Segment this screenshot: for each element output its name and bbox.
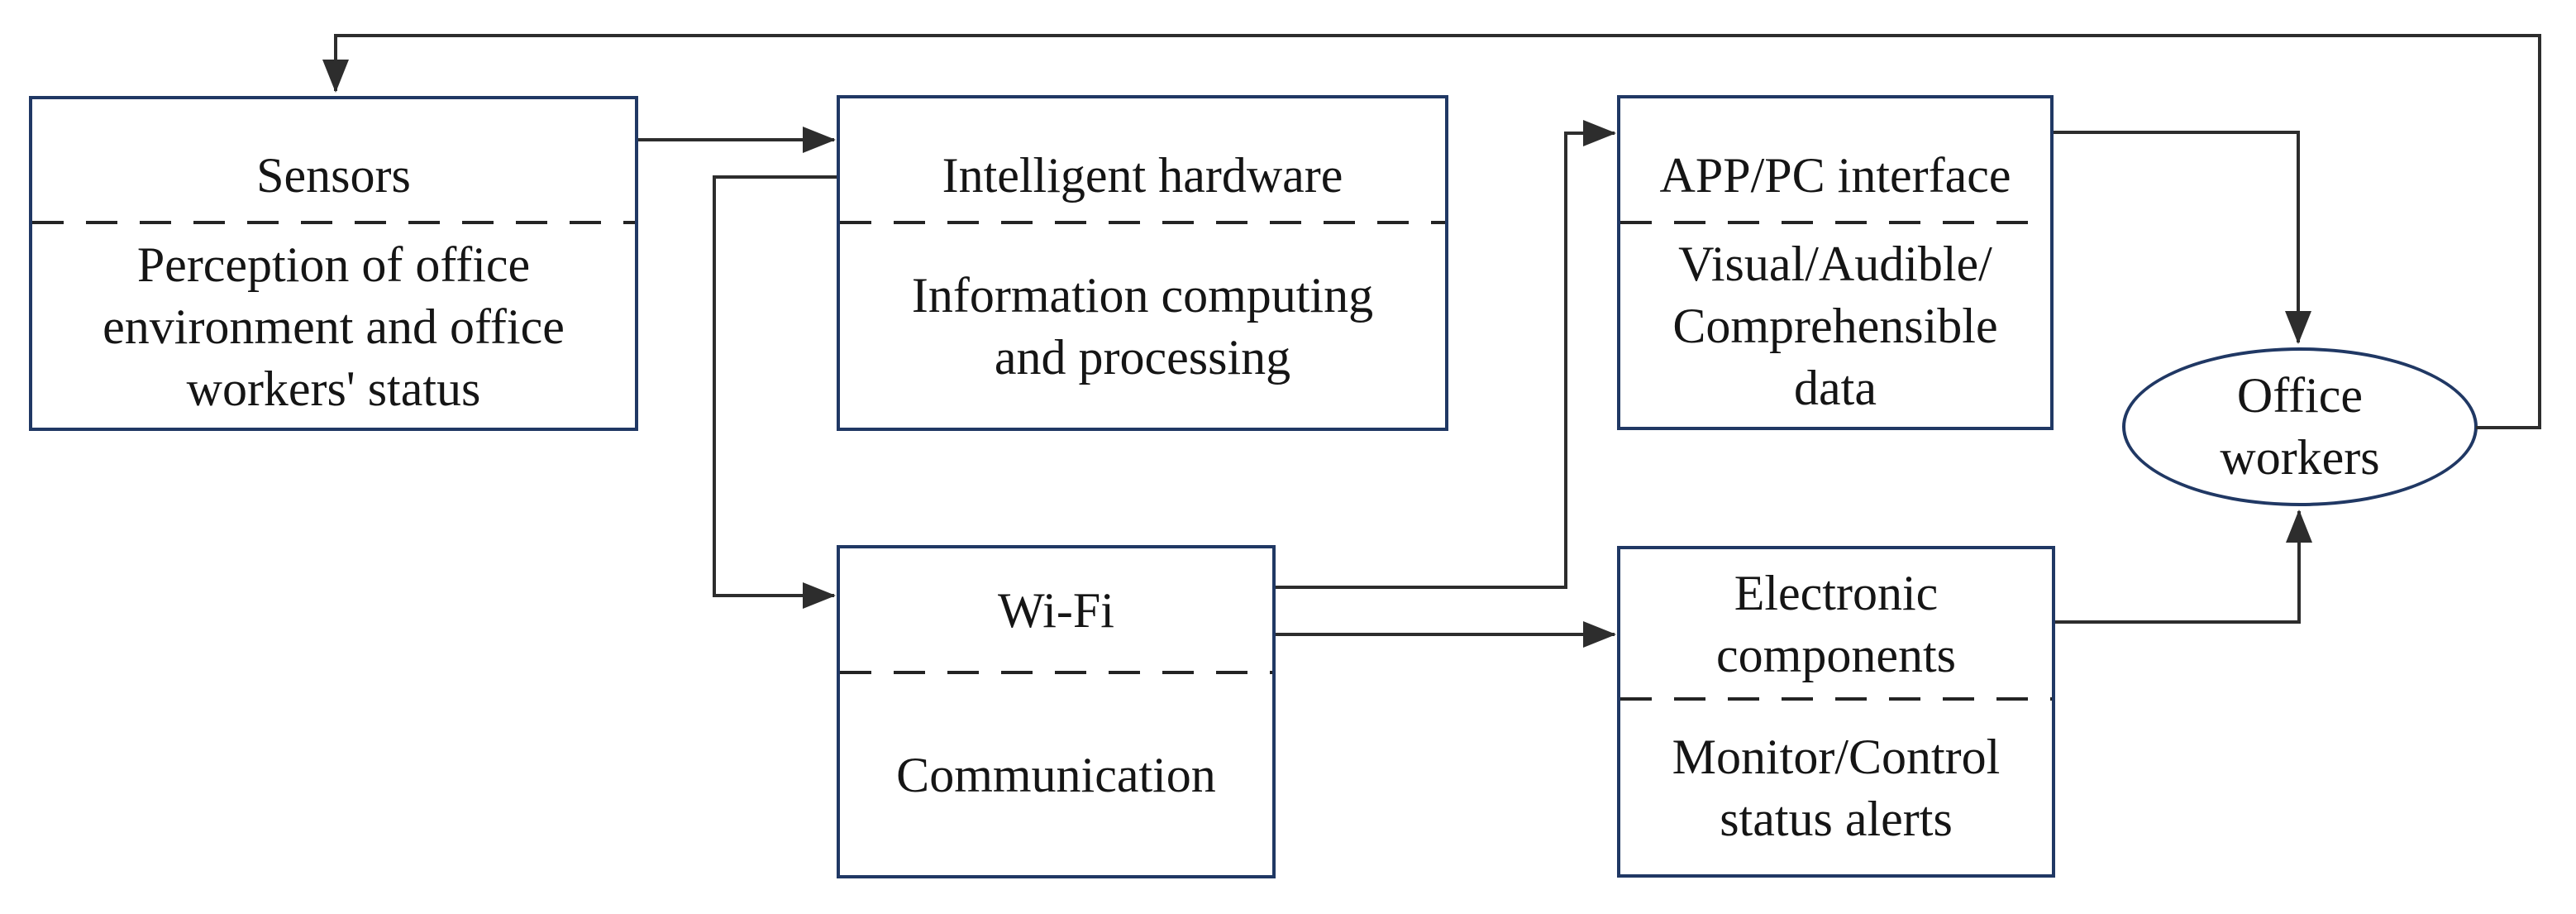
node-title-line: Wi-Fi: [998, 582, 1114, 638]
node-electronic-components: Electronic components Monitor/Control st…: [1617, 546, 2055, 878]
node-sensors-title-area: Sensors: [32, 99, 635, 237]
node-title-line: Intelligent hardware: [942, 147, 1343, 203]
node-office-workers: Office workers: [2122, 347, 2478, 506]
node-title-line: APP/PC interface: [1659, 147, 2011, 203]
node-sensors: Sensors Perception of office environment…: [29, 96, 638, 431]
node-intelligent-hardware: Intelligent hardware Information computi…: [837, 95, 1448, 431]
dashed-divider: [1620, 697, 2052, 701]
dashed-divider: [1620, 221, 2050, 224]
node-app-pc-interface-title-area: APP/PC interface: [1620, 98, 2050, 237]
node-body-line: Information computing: [911, 268, 1374, 323]
node-title-line: components: [1716, 627, 1956, 682]
node-app-pc-interface-body-area: Visual/Audible/ Comprehensible data: [1620, 226, 2050, 427]
node-body-line: Visual/Audible/: [1678, 237, 1992, 291]
node-title-line: Electronic: [1734, 565, 1939, 620]
node-electronic-components-title-area: Electronic components: [1620, 549, 2052, 699]
node-electronic-components-body-area: Monitor/Control status alerts: [1620, 702, 2052, 874]
edge-app-pc-interface-to-office-workers: [2054, 131, 2311, 344]
node-title-line: workers: [2220, 430, 2380, 485]
dashed-divider: [840, 221, 1445, 224]
node-body-line: Comprehensible: [1672, 299, 1998, 353]
node-body-line: environment and office: [103, 299, 565, 354]
node-body-line: status alerts: [1720, 792, 1953, 846]
node-body-line: and processing: [994, 330, 1291, 385]
node-sensors-body-area: Perception of office environment and off…: [32, 226, 635, 428]
node-intelligent-hardware-title-area: Intelligent hardware: [840, 98, 1445, 237]
edge-electronic-components-to-office-workers: [2055, 510, 2312, 624]
node-body-line: Monitor/Control: [1672, 730, 2001, 784]
node-app-pc-interface: APP/PC interface Visual/Audible/ Compreh…: [1617, 95, 2054, 430]
node-title-line: Office: [2236, 368, 2364, 423]
node-intelligent-hardware-body-area: Information computing and processing: [840, 226, 1445, 428]
node-wifi: Wi-Fi Communication: [837, 545, 1276, 878]
dashed-divider: [840, 671, 1272, 674]
node-body-line: Communication: [896, 748, 1216, 802]
node-wifi-title-area: Wi-Fi: [840, 548, 1272, 672]
dashed-divider: [32, 221, 635, 224]
node-wifi-body-area: Communication: [840, 676, 1272, 875]
node-body-line: workers' status: [186, 361, 481, 416]
node-body-line: Perception of office: [136, 237, 531, 292]
node-title-line: Sensors: [256, 148, 411, 203]
edge-intelligent-hardware-to-wifi: [713, 175, 837, 609]
node-body-line: data: [1794, 361, 1877, 415]
